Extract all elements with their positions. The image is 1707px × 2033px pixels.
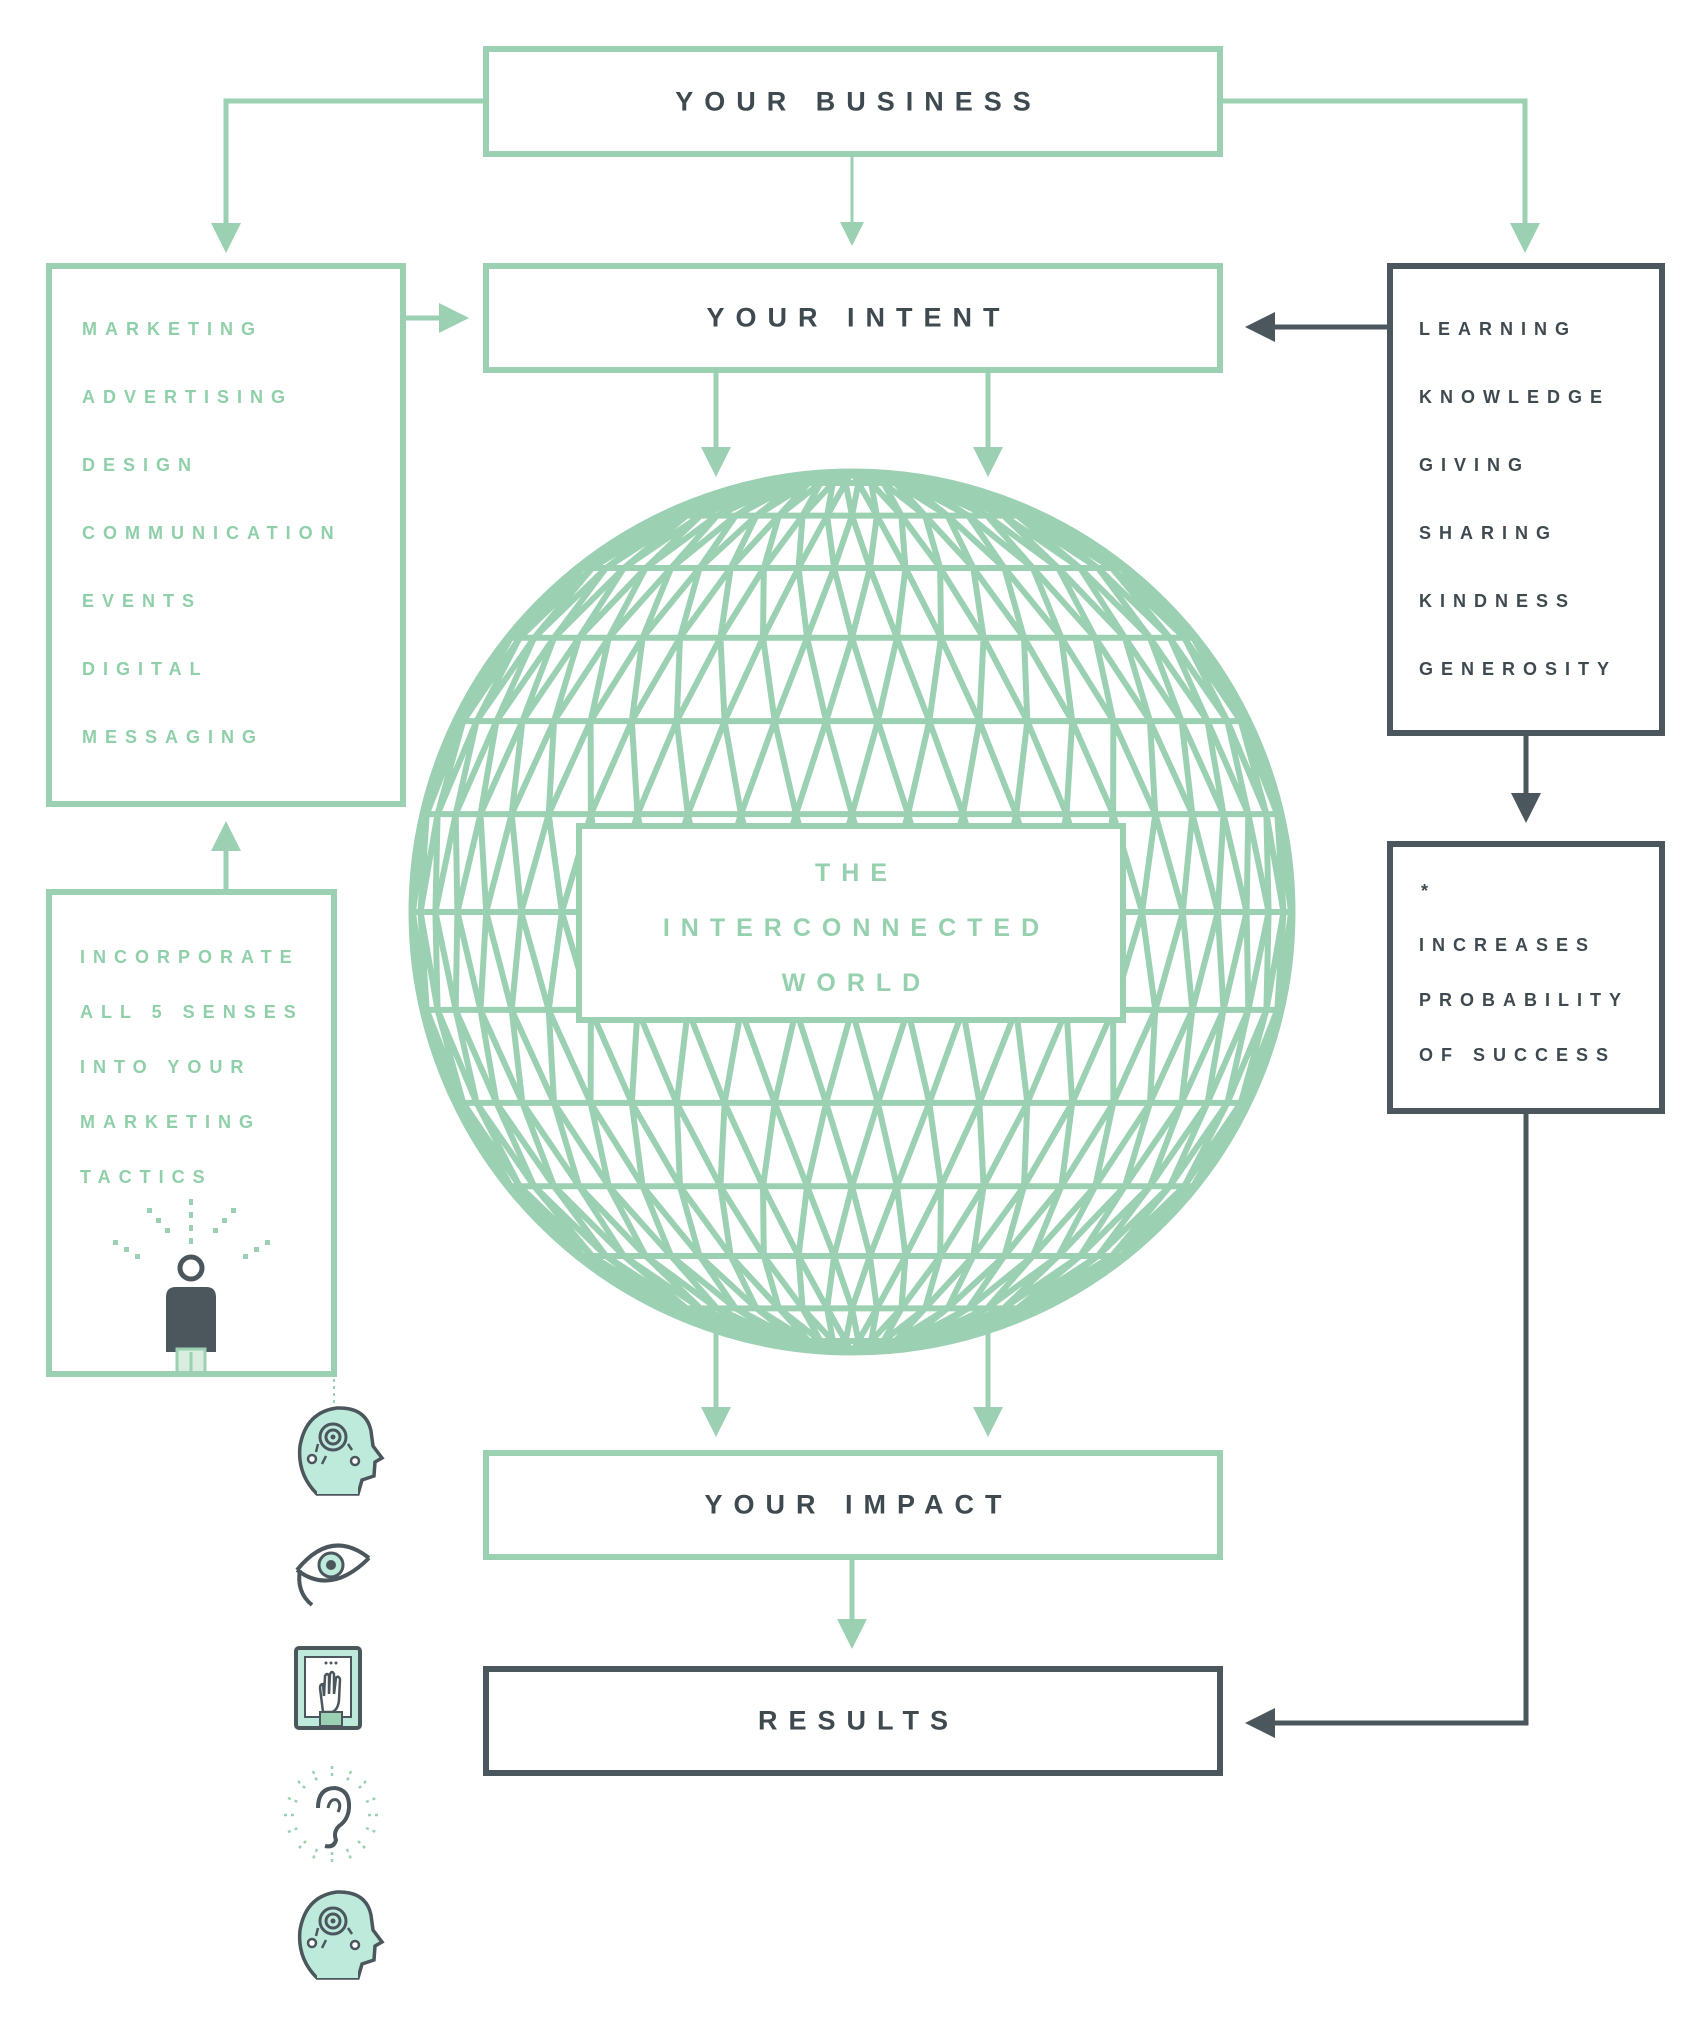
intent-box: YOUR INTENT [483, 263, 1223, 373]
touch-tablet-icon [294, 1646, 362, 1730]
senses-box: INCORPORATE ALL 5 SENSES INTO YOUR MARKE… [46, 889, 337, 1377]
senses-text: INCORPORATE ALL 5 SENSES INTO YOUR MARKE… [80, 947, 304, 1222]
marketing-channels-box: MARKETING ADVERTISING DESIGN COMMUNICATI… [46, 263, 406, 807]
values-box: LEARNING KNOWLEDGE GIVING SHARING KINDNE… [1387, 263, 1665, 736]
results-title: RESULTS [757, 1705, 959, 1736]
marketing-channels-list: MARKETING ADVERTISING DESIGN COMMUNICATI… [82, 319, 342, 795]
list-item: DESIGN [82, 455, 200, 475]
business-box: YOUR BUSINESS [483, 46, 1223, 157]
senses-line: MARKETING [80, 1112, 261, 1132]
list-item: MARKETING [82, 319, 263, 339]
eye-icon [295, 1543, 371, 1607]
list-item: KNOWLEDGE [1419, 387, 1610, 407]
interconnected-world-box: THE INTERCONNECTED WORLD [576, 823, 1126, 1023]
list-item: ADVERTISING [82, 387, 294, 407]
probability-text: INCREASES PROBABILITY OF SUCCESS [1419, 935, 1629, 1100]
center-line-3: WORLD [781, 969, 932, 997]
head-mind-icon [297, 1406, 385, 1496]
list-item: KINDNESS [1419, 591, 1577, 611]
list-item: SHARING [1419, 523, 1559, 543]
center-line-1: THE [815, 859, 898, 887]
list-item: MESSAGING [82, 727, 265, 747]
probability-line: OF SUCCESS [1419, 1045, 1617, 1065]
business-title: YOUR BUSINESS [675, 86, 1042, 116]
probability-line: PROBABILITY [1419, 990, 1630, 1010]
arrow-business-to-right [1220, 98, 1540, 253]
list-item: GENEROSITY [1419, 659, 1618, 679]
list-item: EVENTS [82, 591, 203, 611]
center-line-2: INTERCONNECTED [662, 914, 1051, 942]
results-box: RESULTS [483, 1666, 1223, 1776]
head-mind-icon [297, 1890, 385, 1980]
probability-line: INCREASES [1419, 935, 1597, 955]
geodesic-globe [408, 468, 1296, 1356]
senses-line: ALL 5 SENSES [80, 1002, 304, 1022]
ear-icon [284, 1766, 380, 1864]
list-item: DIGITAL [82, 659, 209, 679]
values-list: LEARNING KNOWLEDGE GIVING SHARING KINDNE… [1419, 319, 1617, 727]
senses-line: INTO YOUR [80, 1057, 252, 1077]
impact-box: YOUR IMPACT [483, 1450, 1223, 1560]
probability-box: * INCREASES PROBABILITY OF SUCCESS [1387, 841, 1665, 1114]
globe-outline [408, 468, 1296, 1356]
senses-line: INCORPORATE [80, 947, 300, 967]
asterisk-note: * [1421, 881, 1429, 901]
arrow-probability-to-results [1245, 1112, 1529, 1738]
list-item: COMMUNICATION [82, 523, 342, 543]
list-item: GIVING [1419, 455, 1531, 475]
intent-title: YOUR INTENT [706, 302, 1011, 333]
list-item: LEARNING [1419, 319, 1577, 339]
senses-line: TACTICS [80, 1167, 213, 1187]
impact-title: YOUR IMPACT [704, 1489, 1013, 1520]
arrow-business-to-left [211, 98, 485, 253]
